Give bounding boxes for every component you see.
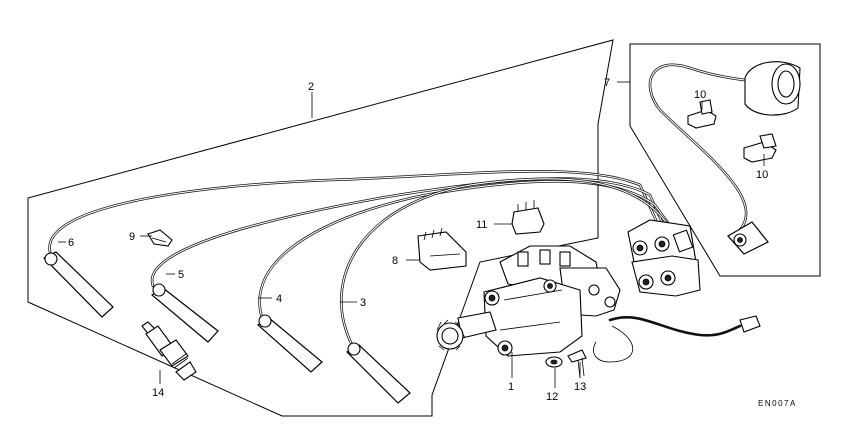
callout-10-lower: 10 bbox=[756, 169, 768, 181]
callout-9: 9 bbox=[129, 231, 135, 243]
spark-plug-wire-3 bbox=[340, 177, 692, 404]
callout-13: 13 bbox=[574, 381, 586, 393]
cap-terminal-boots bbox=[627, 219, 701, 297]
leader-lines bbox=[58, 81, 765, 388]
distributor-assembly bbox=[436, 245, 761, 363]
callout-14: 14 bbox=[152, 387, 164, 399]
callout-1: 1 bbox=[508, 381, 514, 393]
wire-clip-10-lower bbox=[743, 133, 777, 163]
spark-plug-14 bbox=[141, 321, 197, 381]
callout-labels: 2 6 9 5 4 3 8 11 7 10 10 1 12 13 14 EN00… bbox=[68, 77, 797, 408]
wire-holder-8 bbox=[417, 227, 467, 271]
callout-10-upper: 10 bbox=[694, 89, 706, 101]
callout-4: 4 bbox=[276, 293, 282, 305]
spark-plug-wire-5 bbox=[150, 177, 674, 343]
spark-plug-wire-6 bbox=[42, 170, 667, 318]
callout-8: 8 bbox=[392, 255, 398, 267]
bolt-13 bbox=[567, 349, 587, 379]
wire-holder-11 bbox=[511, 200, 545, 235]
callout-3: 3 bbox=[360, 297, 366, 309]
callout-6: 6 bbox=[68, 237, 74, 249]
callout-5: 5 bbox=[178, 269, 184, 281]
figure-code: EN007A bbox=[758, 399, 797, 408]
wire-clip-9 bbox=[147, 229, 173, 247]
callout-12: 12 bbox=[546, 391, 558, 403]
ignition-coil-lead bbox=[648, 61, 801, 255]
callout-11: 11 bbox=[476, 219, 487, 231]
wire-clip-10-upper bbox=[687, 99, 717, 129]
coil-lead-group-outline bbox=[629, 43, 821, 277]
callout-2: 2 bbox=[308, 81, 314, 93]
washer-12 bbox=[545, 356, 563, 368]
callout-7: 7 bbox=[604, 77, 610, 89]
